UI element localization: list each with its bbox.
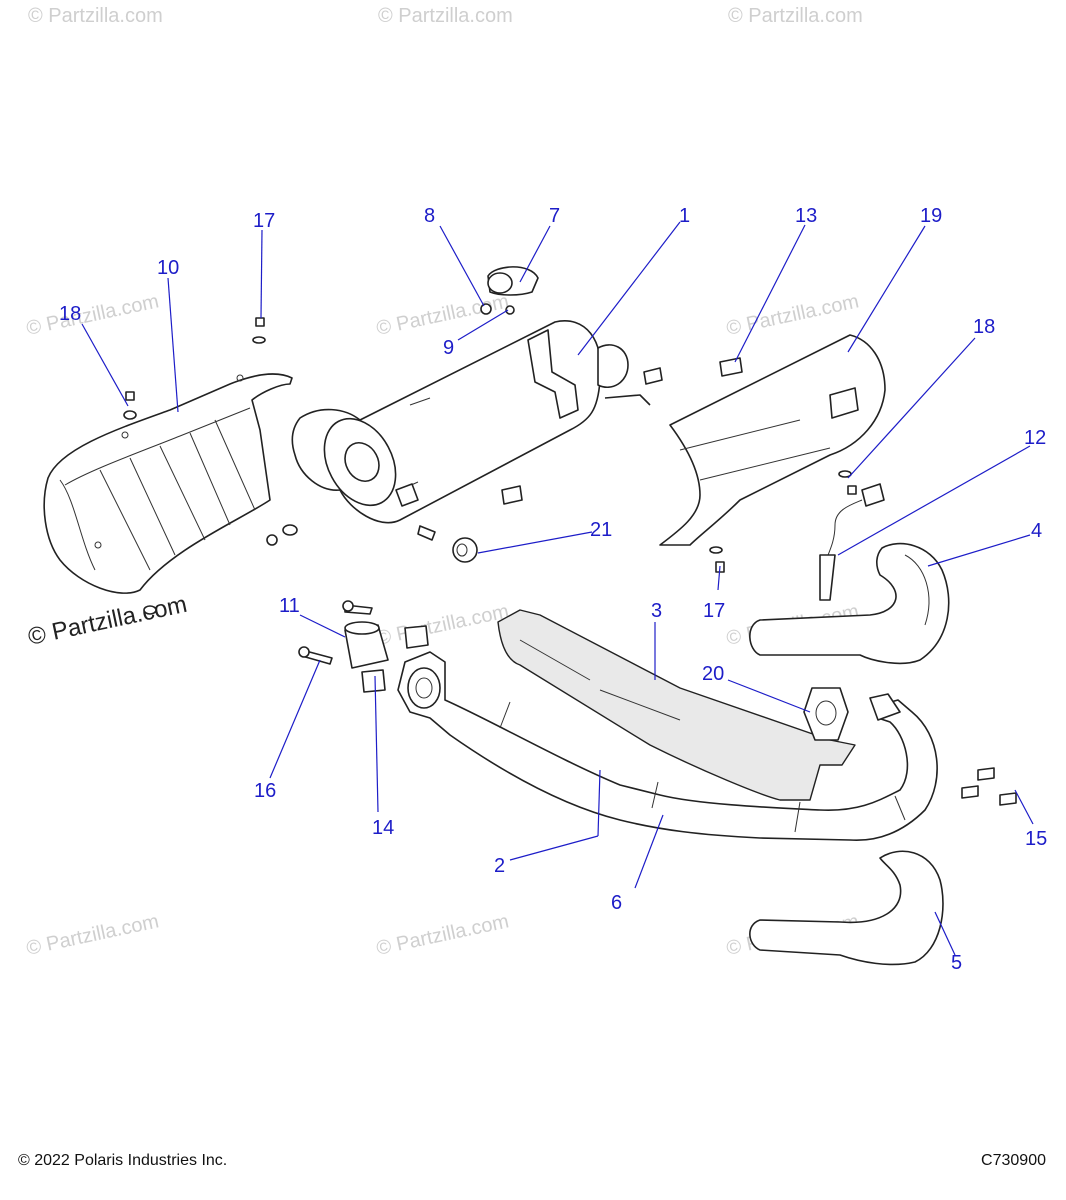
copyright-notice: © 2022 Polaris Industries Inc.: [18, 1152, 228, 1169]
watermark: © Partzilla.com: [24, 290, 160, 340]
bolts-15: [961, 767, 1017, 806]
pipe-heat-shield: [497, 609, 856, 801]
callout-6: 6: [611, 892, 622, 914]
heat-shield-left: [43, 373, 293, 594]
bolt-8: [480, 303, 492, 315]
clamp-11: [344, 621, 389, 669]
muffler: [291, 320, 651, 541]
watermark: © Partzilla.com: [374, 910, 510, 960]
callout-13: 13: [795, 205, 817, 227]
callout-7: 7: [549, 205, 560, 227]
callout-21: 21: [590, 519, 612, 541]
callout-17: 17: [253, 210, 275, 232]
watermark: © Partzilla.com: [374, 600, 510, 650]
watermark: © Partzilla.com: [728, 5, 863, 27]
leader-lines: [81, 221, 1034, 956]
diagram-code: C730900: [981, 1152, 1046, 1169]
callout-15: 15: [1025, 828, 1047, 850]
exhaust-tip: [487, 266, 539, 296]
spring-13: [501, 357, 743, 505]
callout-16: 16: [254, 780, 276, 802]
watermark: © Partzilla.com: [378, 5, 513, 27]
watermark: © Partzilla.com: [724, 290, 860, 340]
nuts-left: [143, 524, 298, 615]
header-pipe: [397, 651, 938, 841]
callout-1: 1: [679, 205, 690, 227]
callouts: 1 2 3 4 5 6 7 8 9 10 11 12 13 14 15 16 1…: [59, 205, 1047, 974]
callout-10: 10: [157, 257, 179, 279]
header-shield-top: [749, 542, 950, 665]
bolts-16: [298, 600, 373, 665]
callout-4: 4: [1031, 520, 1042, 542]
springs-14: [361, 625, 429, 693]
header-shield-bottom: [749, 850, 944, 966]
callout-20: 20: [702, 663, 724, 685]
callout-17: 17: [703, 600, 725, 622]
grommet-21: [452, 537, 478, 563]
callout-5: 5: [951, 952, 962, 974]
bolt-17-right: [709, 546, 725, 573]
watermark-dark: © Partzilla.com: [26, 591, 190, 651]
watermark: © Partzilla.com: [28, 5, 163, 27]
heat-shield-right: [659, 334, 886, 546]
nut-9: [505, 305, 515, 315]
callout-9: 9: [443, 337, 454, 359]
callout-19: 19: [920, 205, 942, 227]
callout-11: 11: [279, 595, 300, 617]
watermark: © Partzilla.com: [374, 290, 510, 340]
callout-14: 14: [372, 817, 394, 839]
callout-8: 8: [424, 205, 435, 227]
callout-2: 2: [494, 855, 505, 877]
bolt-18-left: [123, 391, 137, 420]
o2-sensor: [819, 483, 885, 601]
callout-18: 18: [973, 316, 995, 338]
washer-18-right: [838, 470, 857, 495]
callout-18: 18: [59, 303, 81, 325]
watermark: © Partzilla.com: [24, 910, 160, 960]
callout-12: 12: [1024, 427, 1046, 449]
gasket: [803, 687, 849, 741]
callout-3: 3: [651, 600, 662, 622]
bolt-17-left: [252, 317, 266, 344]
